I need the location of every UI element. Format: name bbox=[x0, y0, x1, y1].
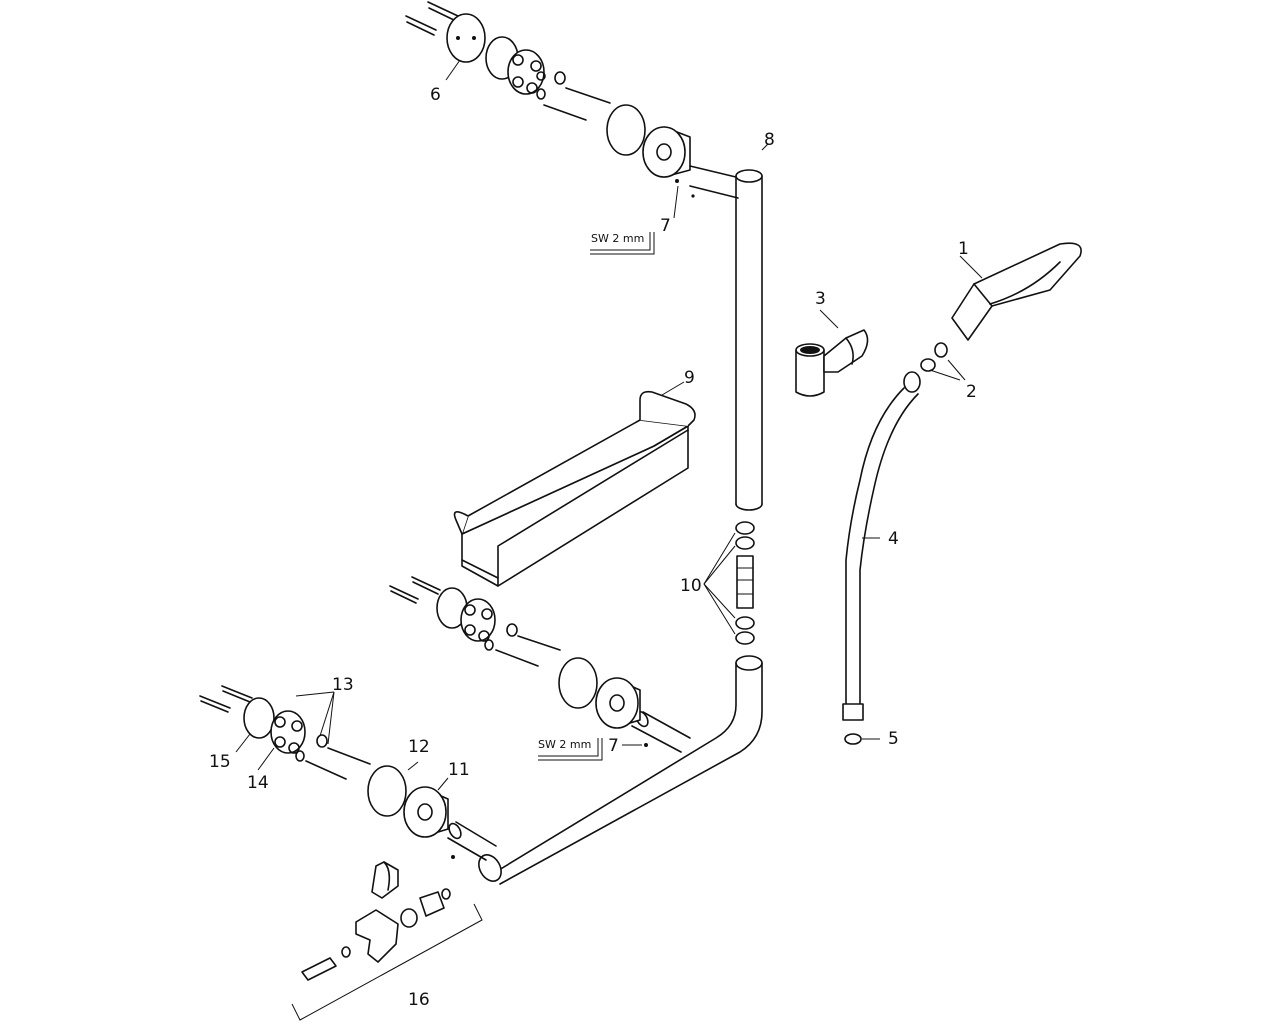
seal-icon bbox=[844, 733, 862, 745]
shower-hose bbox=[842, 371, 921, 745]
tool-label-bottom: SW 2 mm bbox=[538, 738, 591, 751]
cover-rosette-icon bbox=[642, 126, 691, 178]
shower-holder bbox=[795, 329, 869, 397]
filter-icon bbox=[934, 342, 948, 358]
mount-bracket-icon bbox=[460, 598, 496, 642]
o-ring-icon bbox=[367, 765, 407, 817]
callout-3: 3 bbox=[815, 289, 826, 309]
bottom-wall-mount bbox=[199, 685, 455, 859]
screw-icon bbox=[199, 685, 253, 713]
top-wall-mount bbox=[405, 1, 741, 199]
callout-1: 1 bbox=[958, 239, 969, 259]
cover-rosette-icon bbox=[403, 786, 449, 838]
callout-14: 14 bbox=[247, 773, 269, 793]
callout-6: 6 bbox=[430, 85, 441, 105]
mount-bracket-icon bbox=[270, 710, 306, 754]
wall-disc-icon bbox=[446, 13, 486, 63]
callout-2: 2 bbox=[966, 382, 977, 402]
connector-set bbox=[735, 521, 755, 645]
curved-rail bbox=[447, 655, 763, 885]
callout-15: 15 bbox=[209, 752, 231, 772]
hand-shower bbox=[920, 242, 1082, 372]
callout-12: 12 bbox=[408, 737, 430, 757]
tool-label-top: SW 2 mm bbox=[591, 232, 644, 245]
callout-8: 8 bbox=[764, 130, 775, 150]
callout-7-bottom: 7 bbox=[608, 736, 619, 756]
callout-5: 5 bbox=[888, 729, 899, 749]
callout-10: 10 bbox=[680, 576, 702, 596]
callout-16: 16 bbox=[408, 990, 430, 1010]
callout-4: 4 bbox=[888, 529, 899, 549]
shelf-basket bbox=[453, 390, 696, 587]
o-ring-icon bbox=[558, 657, 598, 709]
callout-9: 9 bbox=[684, 368, 695, 388]
screw-icon bbox=[405, 1, 459, 36]
middle-wall-mount bbox=[389, 576, 648, 747]
leader-lines bbox=[235, 59, 983, 791]
tool-brackets bbox=[538, 232, 655, 761]
mount-bracket-icon bbox=[507, 49, 546, 95]
screw-icon bbox=[389, 576, 441, 604]
callout-11: 11 bbox=[448, 760, 470, 780]
washer-icon bbox=[920, 358, 936, 372]
holder-set bbox=[291, 861, 483, 1021]
callout-13: 13 bbox=[332, 675, 354, 695]
shower-rail bbox=[735, 169, 763, 511]
o-ring-icon bbox=[243, 697, 275, 739]
cover-rosette-icon bbox=[595, 677, 641, 729]
hose-nut-icon bbox=[903, 371, 921, 393]
callout-7-top: 7 bbox=[660, 216, 671, 236]
o-ring-icon bbox=[606, 104, 646, 156]
